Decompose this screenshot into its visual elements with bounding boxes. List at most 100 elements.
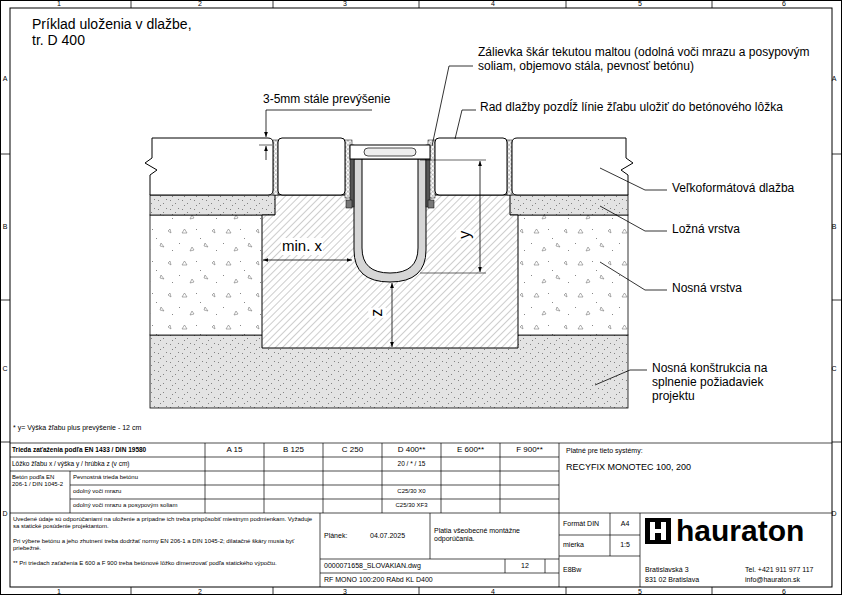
grid-number: 5 <box>630 588 650 595</box>
grid-letter: A <box>1 75 9 83</box>
table-cell: 12 <box>505 562 545 570</box>
paver <box>145 138 273 195</box>
table-cell: Trieda zaťaženia podľa EN 1433 / DIN 195… <box>12 446 202 453</box>
company-logo-text: hauraton <box>676 514 826 547</box>
paver <box>278 138 345 195</box>
callout-text: Ložná vrstva <box>672 223 822 237</box>
callout-text: 3-5mm stále prevýšenie <box>263 93 390 107</box>
leader-line <box>600 206 667 231</box>
address-text: 831 02 Bratislava <box>645 576 740 584</box>
table-cell: C 250 <box>323 445 382 454</box>
callout-text: Veľkoformátová dlažba <box>672 182 822 196</box>
table-cell: Pevnostná trieda betónu <box>73 474 203 481</box>
paver <box>435 138 507 195</box>
dimension-label: z <box>368 308 386 318</box>
note-text: ** Pri triedach zaťaženia E 600 a F 900 … <box>13 560 316 567</box>
address-text: Tel. +421 911 977 117 <box>745 566 830 574</box>
grid-number: 4 <box>483 0 503 8</box>
table-cell: Platia všeobecné montážne odporúčania. <box>434 527 556 543</box>
table-cell: RECYFIX MONOTEC 100, 200 <box>566 462 826 472</box>
grid-number: 6 <box>774 0 794 8</box>
grid-letter: C <box>830 365 838 373</box>
grid-letter: B <box>1 223 9 231</box>
table-cell: Plánek: <box>324 532 369 540</box>
callout-text: Zálievka škár tekutou maltou (odolná voč… <box>478 46 828 74</box>
extension-line <box>420 160 486 273</box>
grid-number: 2 <box>190 588 210 595</box>
table-cell: A4 <box>612 520 638 528</box>
leader-line <box>600 168 667 190</box>
grid-letter: D <box>830 510 838 518</box>
dimension-line <box>266 110 372 137</box>
grid-letter: C <box>1 365 9 373</box>
table-cell: Betón podľa EN 206-1 / DIN 1045-2 <box>12 474 68 488</box>
table-cell: mierka <box>563 541 609 549</box>
table-cell: Lôžko žľabu x / výška y / hrúbka z (v cm… <box>12 460 202 467</box>
table-cell: odolný voči mrazu a posypovým soliam <box>73 502 203 509</box>
leader-line <box>595 370 647 385</box>
table-cell: C25/30 X0 <box>382 488 441 495</box>
grid-number: 5 <box>630 0 650 8</box>
grid-number: 6 <box>774 588 794 595</box>
grid-number: 4 <box>483 588 503 595</box>
table-cell: 1:5 <box>612 541 638 549</box>
channel-body <box>354 159 426 282</box>
table-cell: 20 / * / 15 <box>382 460 441 467</box>
grid-number: 3 <box>335 0 355 8</box>
table-cell: D 400** <box>382 445 441 454</box>
dimension-label: min. x <box>281 238 323 255</box>
callout-text: Nosná konštrukcia na splnenie požiadavie… <box>652 362 802 403</box>
dimension-label: y <box>456 230 474 240</box>
table-cell: 04.07.2025 <box>370 532 428 540</box>
footnote: * y= Výška žľabu plus prevýšenie - 12 cm <box>13 424 313 432</box>
drawing-title: Príklad uloženia v dlažbe, tr. D 400 <box>32 16 204 48</box>
address-text: Bratislavská 3 <box>645 566 740 574</box>
table-cell: Platné pre tieto systémy: <box>566 447 806 455</box>
logo-mark <box>645 518 671 544</box>
leader-line <box>455 110 476 139</box>
table-rule <box>10 443 832 573</box>
leader-line <box>600 262 667 290</box>
grid-number: 1 <box>49 0 69 8</box>
table-cell: A 15 <box>205 445 264 454</box>
note-text: Uvedené údaje sú odporúčaniami na uložen… <box>13 516 316 530</box>
leader-line <box>432 66 473 146</box>
grid-number: 2 <box>190 0 210 8</box>
paver <box>512 138 633 195</box>
table-cell: E 600** <box>441 445 500 454</box>
grid-number: 3 <box>335 588 355 595</box>
callout-text: Nosná vrstva <box>672 282 822 296</box>
dimension-line <box>480 161 481 272</box>
extension-line <box>259 145 272 146</box>
channel-inside <box>362 159 418 273</box>
table-cell: 0000071658_SLOVAKIAN.dwg <box>324 562 502 570</box>
table-cell: B 125 <box>264 445 323 454</box>
note-text: Pri výbere betónu a jeho zhutnení treba … <box>13 538 316 552</box>
inner-frame <box>10 8 832 587</box>
table-cell: C25/30 XF3 <box>382 502 441 509</box>
channel-anchor <box>346 200 352 208</box>
grating-slot <box>364 148 416 156</box>
dimension-line <box>392 283 393 347</box>
mortar-joint <box>273 140 278 195</box>
grid-letter: D <box>1 510 9 518</box>
callout-text: Rad dlažby pozdĺž línie žľabu uložiť do … <box>480 101 825 115</box>
grid-number: 1 <box>49 588 69 595</box>
channel-anchor <box>428 200 434 208</box>
address-text: info@hauraton.sk <box>745 576 830 584</box>
grid-letter: A <box>830 75 838 83</box>
dimension-line <box>263 260 352 261</box>
mortar-joint <box>507 140 512 195</box>
table-cell: E8Bw <box>563 566 637 574</box>
table-cell: Formát DIN <box>563 520 609 528</box>
grid-letter: B <box>830 223 838 231</box>
table-cell: RF MONO 100:200 RAbd KL D400 <box>324 576 556 584</box>
dimension-line <box>266 146 267 160</box>
table-cell: F 900** <box>500 445 559 454</box>
table-cell: odolný voči mrazu <box>73 488 203 495</box>
grating <box>350 145 430 159</box>
logo-letter <box>650 522 666 540</box>
